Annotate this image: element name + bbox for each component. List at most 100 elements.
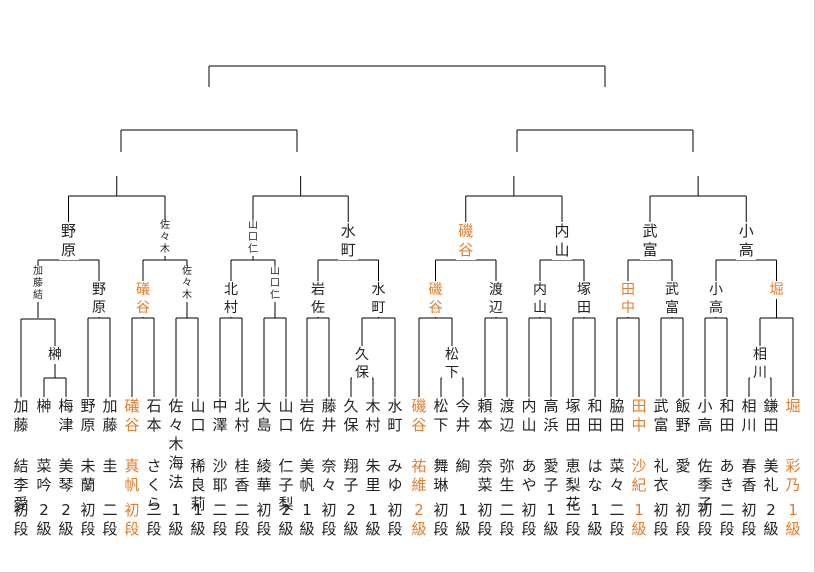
player-rank: 2 級 bbox=[278, 501, 294, 538]
player-given-name: 稀 良 莉 bbox=[190, 457, 206, 513]
player-column: 中 澤沙 耶二 段 bbox=[209, 397, 231, 538]
player-rank: 二 段 bbox=[609, 501, 625, 538]
bracket-label-r1-15: 久 保 bbox=[352, 346, 372, 382]
player-column: 小 高佐 季 子初 段 bbox=[694, 397, 716, 538]
player-rank: 1 級 bbox=[455, 501, 471, 538]
player-surname: 中 澤 bbox=[212, 397, 228, 434]
bracket-label-r2-18: 磯 谷 bbox=[425, 281, 446, 317]
player-rank: 2 級 bbox=[58, 501, 74, 538]
player-surname: 渡 辺 bbox=[499, 397, 515, 434]
player-column: 水 町み ゆ初 段 bbox=[384, 397, 406, 538]
player-given-name: 奈 菜 bbox=[477, 457, 493, 494]
player-column: 和 田あ き二 段 bbox=[716, 397, 738, 538]
player-surname: 田 中 bbox=[631, 397, 647, 434]
player-rank: 二 段 bbox=[719, 501, 735, 538]
player-rank: 初 段 bbox=[321, 501, 337, 538]
player-surname: 磯 谷 bbox=[411, 397, 427, 434]
player-given-name: 翔 子 bbox=[343, 457, 359, 494]
player-rank: 2 級 bbox=[36, 501, 52, 538]
player-rank: 1 級 bbox=[587, 501, 603, 538]
player-surname: 相 川 bbox=[741, 397, 757, 434]
bracket-label-r3-1: 野 原 bbox=[58, 222, 79, 260]
player-given-name: 美 琴 bbox=[58, 457, 74, 494]
player-given-name: 美 礼 bbox=[763, 457, 779, 494]
player-rank: 初 段 bbox=[13, 501, 29, 538]
player-surname: 小 高 bbox=[697, 397, 713, 434]
player-given-name: 仁 子 梨 bbox=[278, 457, 294, 513]
player-given-name: さ く ら bbox=[146, 457, 162, 513]
bracket-label-r2-6: 礒 谷 bbox=[133, 281, 153, 317]
player-surname: 加 藤 bbox=[102, 397, 118, 434]
bracket-label-r3-6: 内 山 bbox=[552, 222, 572, 260]
player-rank: 初 段 bbox=[256, 501, 272, 538]
player-given-name: 綾 華 bbox=[256, 457, 272, 494]
bracket-label-r3-5: 磯 谷 bbox=[455, 222, 476, 260]
player-column: 相 川春 香初 段 bbox=[738, 397, 760, 538]
player-rank: 1 級 bbox=[168, 501, 184, 538]
bracket-label-r2-23: 内 山 bbox=[530, 281, 550, 317]
player-surname: 梅 津 bbox=[58, 397, 74, 434]
bracket-label-r3-8: 小 高 bbox=[736, 222, 757, 260]
player-surname: 木 村 bbox=[365, 397, 381, 434]
bracket-label-r2-25: 塚 田 bbox=[574, 281, 594, 317]
player-rank: 二 段 bbox=[146, 501, 162, 538]
player-given-name: 彩 乃 bbox=[785, 457, 801, 494]
player-rank: 二 段 bbox=[102, 501, 118, 538]
player-column: 加 藤結 李 愛初 段 bbox=[10, 397, 32, 538]
player-surname: 今 井 bbox=[455, 397, 471, 434]
player-column: 石 本さ く ら二 段 bbox=[143, 397, 165, 538]
player-surname: 内 山 bbox=[521, 397, 537, 434]
player-surname: 和 田 bbox=[719, 397, 735, 434]
bracket-label-r3-7: 武 富 bbox=[640, 222, 660, 260]
bracket-label-r2-8: 佐 々 木 bbox=[180, 266, 194, 302]
player-column: 頼 本奈 菜初 段 bbox=[474, 397, 496, 538]
player-rank: 2 級 bbox=[411, 501, 427, 538]
player-given-name: 沙 耶 bbox=[212, 457, 228, 494]
player-surname: 水 町 bbox=[387, 397, 403, 434]
player-surname: 高 浜 bbox=[543, 397, 559, 434]
player-rank: 1 級 bbox=[365, 501, 381, 538]
player-column: 武 富礼 衣初 段 bbox=[650, 397, 672, 538]
player-given-name: あ き bbox=[719, 457, 735, 494]
bracket-label-r2-29: 武 富 bbox=[662, 281, 682, 317]
player-column: 飯 野愛初 段 bbox=[672, 397, 694, 538]
player-given-name: 佐 季 子 bbox=[697, 457, 713, 513]
player-surname: 頼 本 bbox=[477, 397, 493, 434]
player-rank: 1 級 bbox=[299, 501, 315, 538]
player-surname: 松 下 bbox=[433, 397, 449, 434]
player-rank: 1 級 bbox=[631, 501, 647, 538]
player-rank: 二 段 bbox=[234, 501, 250, 538]
player-rank: 二 段 bbox=[499, 501, 515, 538]
player-given-name: 沙 紀 bbox=[631, 457, 647, 494]
player-rank: 初 段 bbox=[653, 501, 669, 538]
player-rank: 1 級 bbox=[785, 501, 801, 538]
bracket-label-r2-16: 水 町 bbox=[368, 281, 389, 317]
player-surname: 野 原 bbox=[80, 397, 96, 434]
player-rank: 初 段 bbox=[387, 501, 403, 538]
player-given-name: 桂 香 bbox=[234, 457, 250, 494]
player-surname: 礒 谷 bbox=[124, 397, 140, 434]
player-column: 田 中沙 紀 1 級 bbox=[628, 397, 650, 538]
player-surname: 堀 bbox=[785, 397, 801, 415]
player-column: 野 原未 蘭初 段 bbox=[77, 397, 99, 538]
player-surname: 岩 佐 bbox=[299, 397, 315, 434]
player-given-name: 春 香 bbox=[741, 457, 757, 494]
player-surname: 飯 野 bbox=[675, 397, 691, 434]
player-given-name: 海 法 bbox=[168, 454, 184, 491]
player-given-name: 圭 bbox=[102, 457, 118, 475]
player-rank: 初 段 bbox=[521, 501, 537, 538]
player-given-name: 未 蘭 bbox=[80, 457, 96, 494]
player-given-name: 愛 bbox=[675, 457, 691, 475]
player-given-name: あ や bbox=[521, 457, 537, 494]
bracket-label-r2-14: 岩 佐 bbox=[308, 281, 328, 317]
player-rank: 2 級 bbox=[343, 501, 359, 538]
player-surname: 榊 bbox=[36, 397, 52, 415]
